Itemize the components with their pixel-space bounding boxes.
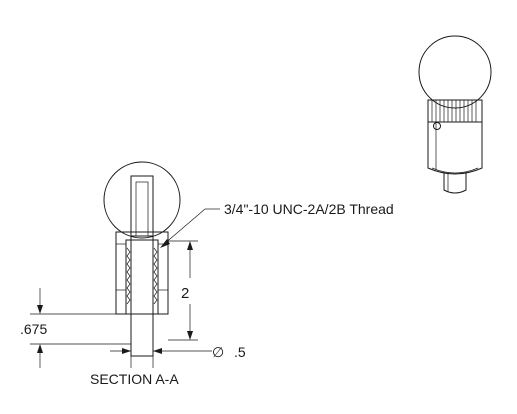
spring-right <box>153 247 158 305</box>
iso-pin-hole <box>433 122 441 130</box>
diameter-symbol: ∅ <box>212 344 224 360</box>
section-knob <box>103 161 181 239</box>
spring-left <box>126 247 131 305</box>
thread-leader <box>160 208 220 248</box>
section-view <box>103 161 181 357</box>
section-label: SECTION A-A <box>90 371 179 387</box>
iso-body <box>427 122 483 175</box>
iso-knurl-lines <box>431 100 477 122</box>
thread-note: 3/4"-10 UNC-2A/2B Thread <box>224 201 394 217</box>
iso-ball-knob <box>418 35 492 109</box>
iso-knurled-collar <box>427 99 483 123</box>
isometric-view <box>418 35 492 194</box>
dimension-diameter-value: .5 <box>234 344 246 360</box>
section-plunger <box>130 235 154 357</box>
dimension-offset <box>30 288 131 368</box>
dimension-height-value: 2 <box>181 285 189 302</box>
dimension-diameter <box>110 348 212 368</box>
dimension-offset-value: .675 <box>20 321 47 337</box>
iso-plunger-pin <box>443 172 467 194</box>
dimension-height <box>168 240 198 341</box>
thread-marks <box>116 243 168 291</box>
